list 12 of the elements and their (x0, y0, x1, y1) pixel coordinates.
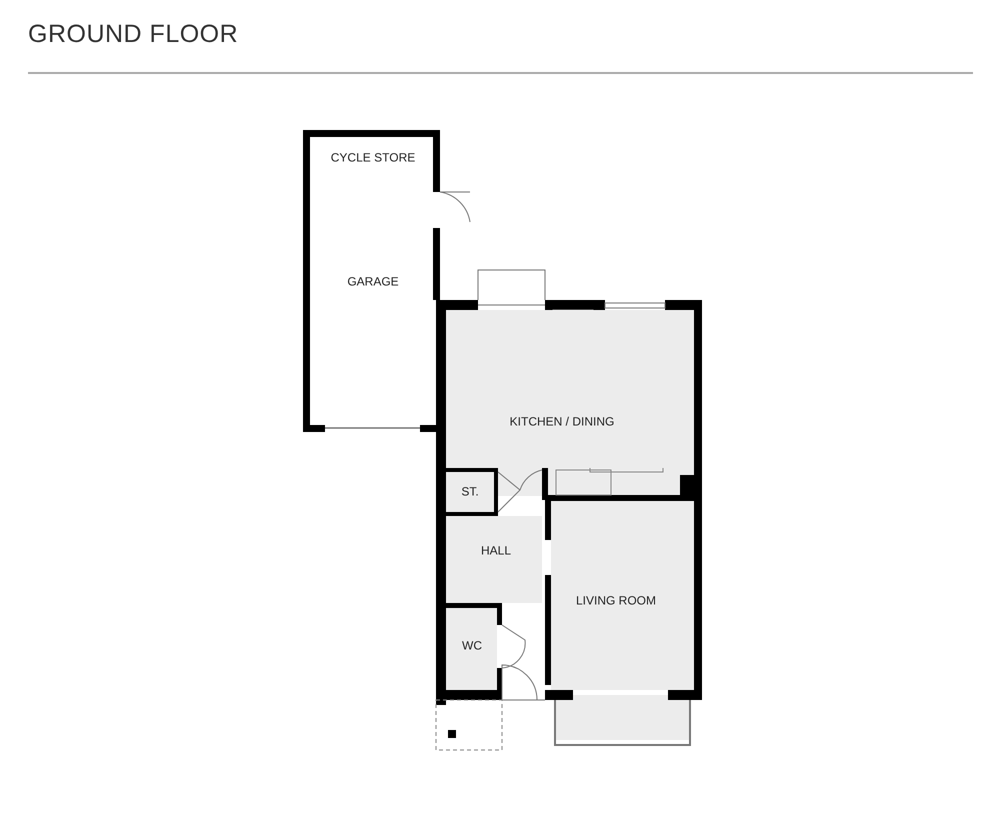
room-label: ST. (460, 484, 480, 500)
room-label: KITCHEN / DINING (510, 414, 614, 430)
room-area (446, 516, 542, 603)
room-label: CYCLE STORE (330, 150, 416, 166)
room-area (446, 310, 694, 468)
room-label: WC (461, 638, 483, 654)
page-title: GROUND FLOOR (28, 20, 238, 49)
room-label: GARAGE (346, 274, 400, 290)
room-label: LIVING ROOM (574, 594, 657, 608)
room-label: HALL (480, 544, 512, 558)
room-area (551, 501, 694, 690)
room-area (446, 608, 497, 690)
